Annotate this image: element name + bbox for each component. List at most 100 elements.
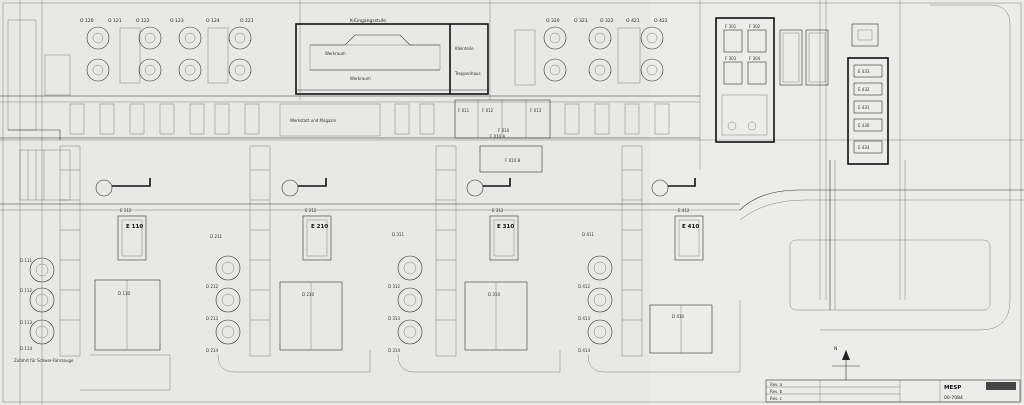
tank-symbol bbox=[215, 255, 241, 281]
tank-label: D 213 bbox=[206, 316, 218, 321]
tank-symbol bbox=[215, 319, 241, 345]
process-units: E 110 D 111 D 112 D 113 D 114 E 112 D 11… bbox=[20, 145, 741, 391]
tank-symbol bbox=[588, 26, 612, 50]
tank-label: D 311 bbox=[392, 232, 404, 237]
mid-band: Werkstatt und Magazin F 010 F 011 F 012 … bbox=[69, 99, 670, 173]
tank-symbol bbox=[588, 58, 612, 82]
unit-label: E 110 bbox=[126, 224, 143, 230]
drawing-number: 00-7084 bbox=[944, 395, 963, 401]
unit-label: E 310 bbox=[497, 224, 514, 230]
process-unit: E 410 D 411 D 412 D 413 D 414 E 412 D 41… bbox=[578, 145, 741, 373]
tower-label: E 312 bbox=[492, 208, 504, 213]
tank-label: D 414 bbox=[578, 348, 590, 353]
left-equipment bbox=[7, 19, 71, 201]
control-room-label: F 301 bbox=[725, 24, 737, 29]
tank-symbol bbox=[397, 319, 423, 345]
base-label: D 310 bbox=[488, 292, 500, 297]
process-unit: E 110 D 111 D 112 D 113 D 114 E 112 D 11… bbox=[20, 145, 171, 391]
tank-label: D 312 bbox=[388, 284, 400, 289]
tank-label: O 421 bbox=[626, 18, 640, 24]
tank-label: O 120 bbox=[80, 18, 94, 24]
tank-label: O 122 bbox=[136, 18, 150, 24]
tank-symbol bbox=[640, 26, 664, 50]
tank-label: O 123 bbox=[170, 18, 184, 24]
tank-symbol bbox=[138, 58, 162, 82]
control-room-label: F 302 bbox=[749, 24, 761, 29]
title-block-row: Rev. b bbox=[770, 389, 783, 394]
base-label: D 210 bbox=[302, 292, 314, 297]
tank-label: D 112 bbox=[20, 288, 32, 293]
tank-label: O 221 bbox=[240, 18, 254, 24]
tank-symbol bbox=[228, 58, 252, 82]
tank-label: D 411 bbox=[582, 232, 594, 237]
mid-band-label: F 010 bbox=[498, 128, 510, 133]
tower-label: E 112 bbox=[120, 208, 132, 213]
panel-cell-label: E 434 bbox=[858, 145, 870, 150]
tank-symbol bbox=[587, 319, 613, 345]
left-note: Zufahrt für Schwer-Fahrzeuge bbox=[14, 358, 74, 363]
compass-label: N bbox=[834, 346, 837, 352]
panel-cell-label: E 431 bbox=[858, 105, 870, 110]
tower-label: E 412 bbox=[678, 208, 690, 213]
tank-label: O 124 bbox=[206, 18, 220, 24]
tank-symbol bbox=[397, 287, 423, 313]
tank-symbol bbox=[587, 255, 613, 281]
tank-label: O 121 bbox=[108, 18, 122, 24]
top-building: K-Eingangsstufe Werkraum Werkraum Kleint… bbox=[295, 18, 489, 95]
tank-symbol bbox=[29, 257, 55, 283]
process-unit: E 210 D 211 D 212 D 213 D 214 E 212 D 21… bbox=[206, 145, 371, 373]
mid-band-label: F 011 bbox=[458, 108, 470, 113]
tank-label: D 212 bbox=[206, 284, 218, 289]
tank-symbol bbox=[86, 58, 110, 82]
tank-symbol bbox=[29, 287, 55, 313]
top-room-title: K-Eingangsstufe bbox=[350, 18, 386, 24]
tank-label: D 111 bbox=[20, 258, 32, 263]
tank-symbol bbox=[397, 255, 423, 281]
control-room-label: F 304 bbox=[749, 56, 761, 61]
tank-label: D 314 bbox=[388, 348, 400, 353]
tank-symbol bbox=[138, 26, 162, 50]
tank-symbol bbox=[587, 287, 613, 313]
tank-label: D 413 bbox=[578, 316, 590, 321]
tank-label: O 321 bbox=[574, 18, 588, 24]
tank-symbol bbox=[178, 58, 202, 82]
base-label: D 410 bbox=[672, 314, 684, 319]
road-area bbox=[739, 160, 1024, 311]
unit-label: E 210 bbox=[311, 224, 328, 230]
top-room-label: Kleinteile bbox=[455, 46, 474, 51]
top-room-label: Werkraum bbox=[350, 76, 371, 81]
grid-lines bbox=[19, 0, 906, 405]
tank-label: D 214 bbox=[206, 348, 218, 353]
title-block-row: Rev. c bbox=[770, 396, 782, 401]
tank-label: D 211 bbox=[210, 234, 222, 239]
title-block: Rev. a Rev. b Rev. c MESP 00-7084 bbox=[765, 379, 1021, 403]
top-room-label: Werkraum bbox=[325, 51, 346, 56]
control-room-label: F 303 bbox=[725, 56, 737, 61]
tank-label: O 322 bbox=[600, 18, 614, 24]
unit-label: E 410 bbox=[682, 224, 699, 230]
tank-label: D 114 bbox=[20, 346, 32, 351]
top-tank-row: O 120 O 121 O 122 O 123 O 124 O 221 O 32… bbox=[80, 18, 668, 86]
mid-band-label: F 012 bbox=[482, 108, 494, 113]
mid-band-label: F 013 bbox=[530, 108, 542, 113]
north-arrow: N bbox=[832, 346, 860, 380]
panel-cell-label: E 432 bbox=[858, 87, 870, 92]
tower-label: E 212 bbox=[305, 208, 317, 213]
tank-symbol bbox=[178, 26, 202, 50]
panel-cell-label: E 430 bbox=[858, 123, 870, 128]
tank-symbol bbox=[228, 26, 252, 50]
title-block-row: Rev. a bbox=[770, 382, 783, 387]
tank-symbol bbox=[86, 26, 110, 50]
tank-label: O 320 bbox=[546, 18, 560, 24]
mid-band-label: F 010 B bbox=[505, 158, 520, 163]
tank-label: O 422 bbox=[654, 18, 668, 24]
tank-symbol bbox=[215, 287, 241, 313]
process-unit: E 310 D 311 D 312 D 313 D 314 E 312 D 31… bbox=[388, 145, 561, 373]
mid-band-label: F 010 A bbox=[490, 134, 505, 139]
tank-symbol bbox=[640, 58, 664, 82]
base-label: D 110 bbox=[118, 291, 130, 296]
panel-cell-label: E 433 bbox=[858, 69, 870, 74]
top-room-label: Treppenhaus bbox=[454, 71, 481, 76]
company-name: MESP bbox=[944, 385, 961, 391]
